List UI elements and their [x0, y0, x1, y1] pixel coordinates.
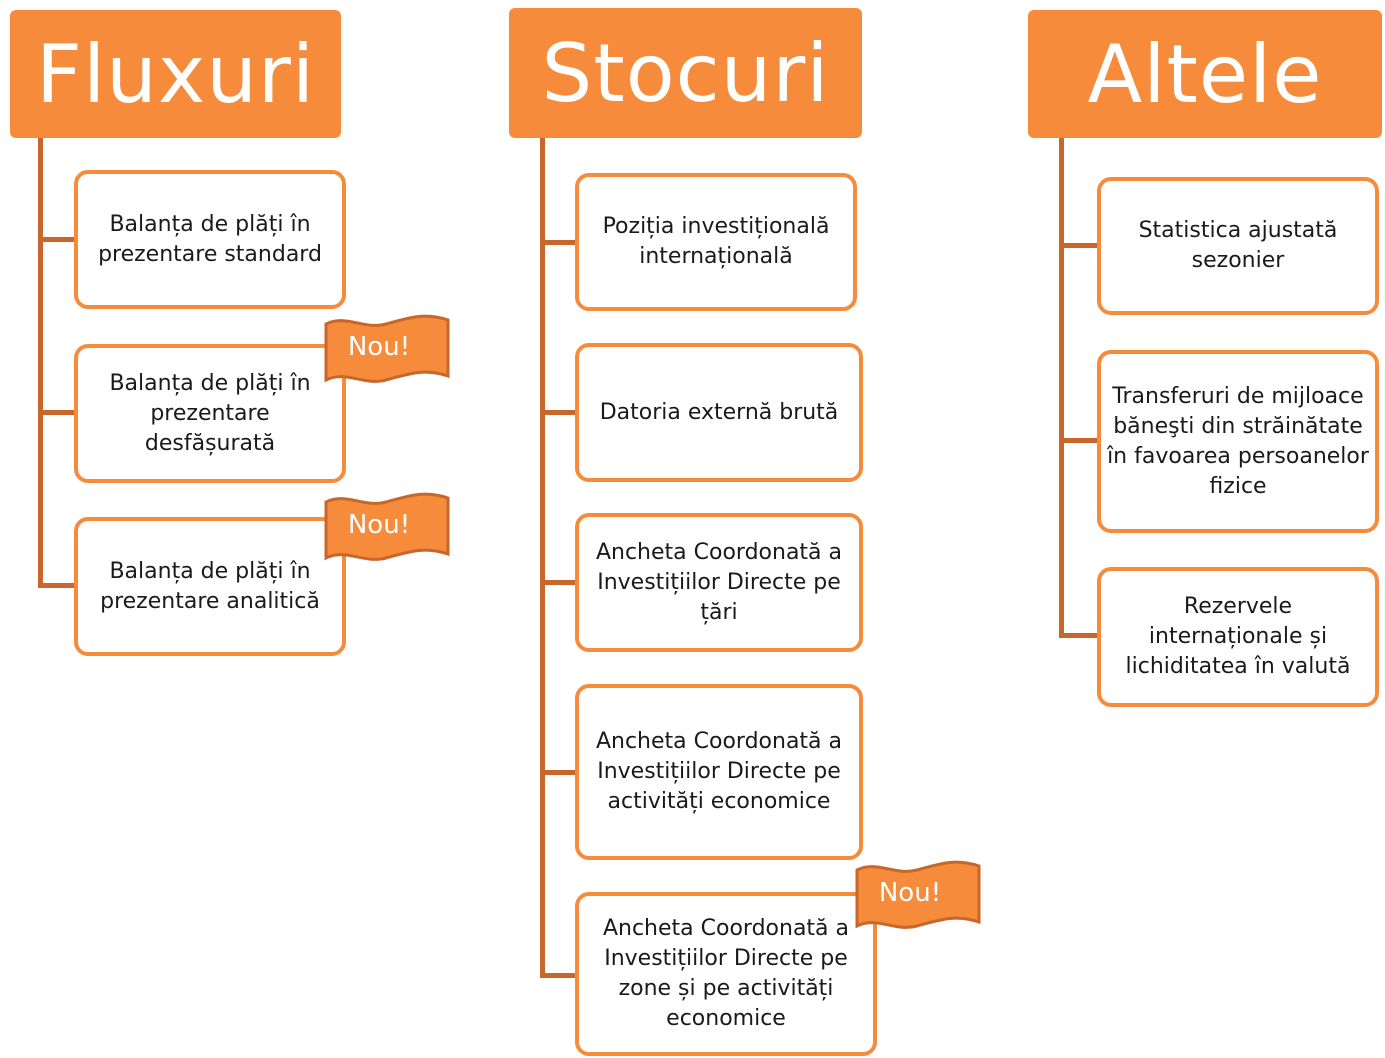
box-statistica-ajustata[interactable]: Statistica ajustată sezonier [1097, 177, 1379, 315]
connector-branch [38, 583, 76, 588]
new-badge-label: Nou! [347, 510, 411, 540]
box-transferuri[interactable]: Transferuri de mijloace băneşti din stră… [1097, 350, 1379, 533]
box-balanta-desfasurata[interactable]: Balanța de plăți în prezentare desfășura… [74, 344, 346, 483]
box-label: Poziția investițională internațională [602, 214, 830, 269]
box-label: Balanța de plăți în prezentare analitică [100, 558, 320, 614]
connector-branch [540, 770, 578, 775]
new-flag-badge: Nou! [324, 314, 452, 386]
connector-branch [38, 237, 76, 242]
connector-branch [540, 410, 578, 415]
connector-branch [540, 580, 578, 585]
connector-branch [540, 973, 578, 978]
box-label: Balanța de plăți în prezentare standard [98, 211, 322, 267]
connector-branch [540, 240, 578, 245]
box-balanta-analitica[interactable]: Balanța de plăți în prezentare analitică [74, 517, 346, 656]
box-label: Ancheta Coordonată a Investițiilor Direc… [595, 729, 843, 814]
box-label: Statistica ajustată sezonier [1138, 218, 1338, 273]
connector-trunk-altele [1059, 138, 1064, 638]
connector-branch [1059, 438, 1099, 443]
new-flag-badge: Nou! [855, 860, 983, 932]
box-pozitia-investitionala[interactable]: Poziția investițională internațională [575, 173, 857, 311]
connector-trunk-stocuri [540, 138, 545, 978]
header-altele: Altele [1028, 10, 1382, 138]
box-rezervele-internationale[interactable]: Rezervele internaționale și lichiditatea… [1097, 567, 1379, 707]
box-ancheta-activitati[interactable]: Ancheta Coordonată a Investițiilor Direc… [575, 684, 863, 860]
new-flag-badge: Nou! [324, 492, 452, 564]
header-stocuri: Stocuri [509, 8, 862, 138]
connector-branch [1059, 633, 1099, 638]
flag-icon [855, 860, 981, 929]
box-label: Datoria externă brută [599, 399, 839, 425]
header-fluxuri: Fluxuri [10, 10, 341, 138]
box-label: Transferuri de mijloace băneşti din stră… [1107, 383, 1369, 499]
box-label: Ancheta Coordonată a Investițiilor Direc… [602, 916, 850, 1031]
box-ancheta-tari[interactable]: Ancheta Coordonată a Investițiilor Direc… [575, 513, 863, 652]
box-datoria-externa[interactable]: Datoria externă brută [575, 343, 863, 482]
flag-icon [324, 492, 450, 561]
connector-branch [38, 410, 76, 415]
box-balanta-standard[interactable]: Balanța de plăți în prezentare standard [74, 170, 346, 309]
flag-icon [324, 314, 450, 383]
box-label: Ancheta Coordonată a Investițiilor Direc… [595, 539, 843, 625]
new-badge-label: Nou! [878, 878, 942, 908]
box-label: Rezervele internaționale și lichiditatea… [1125, 594, 1351, 679]
box-ancheta-zone-activitati[interactable]: Ancheta Coordonată a Investițiilor Direc… [575, 892, 877, 1056]
box-label: Balanța de plăți în prezentare desfășura… [109, 370, 311, 456]
connector-branch [1059, 243, 1099, 248]
new-badge-label: Nou! [347, 332, 411, 362]
connector-trunk-fluxuri [38, 138, 43, 588]
